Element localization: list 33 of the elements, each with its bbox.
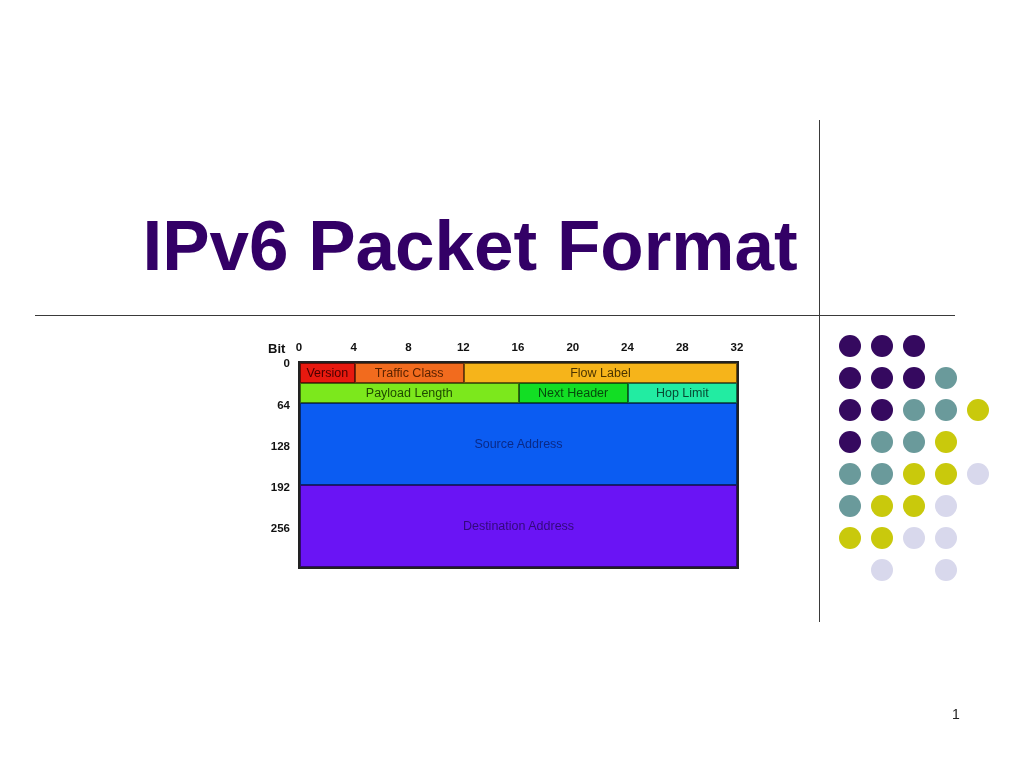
field-name: Payload Length	[365, 386, 453, 400]
bit-offset-label: 4	[350, 341, 357, 354]
header-field	[463, 363, 737, 383]
slide-number: 1	[952, 708, 960, 721]
bit-offset-label: 24	[621, 341, 634, 354]
bit-offset-label: 32	[730, 341, 744, 354]
field-name: Next Header	[538, 386, 609, 400]
header-field	[300, 485, 737, 567]
row-offset-label: 192	[270, 481, 290, 494]
bit-offset-label: 8	[405, 341, 412, 354]
header-field	[627, 383, 737, 403]
header-field	[300, 403, 737, 485]
field-name: Traffic Class	[374, 366, 444, 380]
field-name: Hop Limit	[655, 386, 709, 400]
bit-offset-label: 0	[295, 341, 303, 354]
axis-title: Bit	[268, 342, 286, 355]
field-name: Source Address	[474, 437, 563, 451]
bit-offset-label: 28	[675, 341, 689, 354]
field-name: Flow Label	[570, 366, 631, 380]
bit-offset-label: 20	[566, 341, 580, 354]
header-field	[518, 383, 628, 403]
row-offset-label: 128	[270, 440, 290, 453]
slide-title: IPv6 Packet Format	[141, 205, 799, 287]
row-offset-label: 256	[270, 522, 290, 535]
bit-offset-label: 12	[456, 341, 470, 354]
field-name: Version	[306, 366, 349, 380]
header-field	[354, 363, 464, 383]
header-field	[300, 383, 519, 403]
row-offset-label: 0	[283, 357, 290, 370]
field-name: Destination Address	[462, 519, 575, 533]
header-field	[300, 363, 355, 383]
row-offset-label: 64	[277, 399, 290, 412]
bit-offset-label: 16	[511, 341, 525, 354]
